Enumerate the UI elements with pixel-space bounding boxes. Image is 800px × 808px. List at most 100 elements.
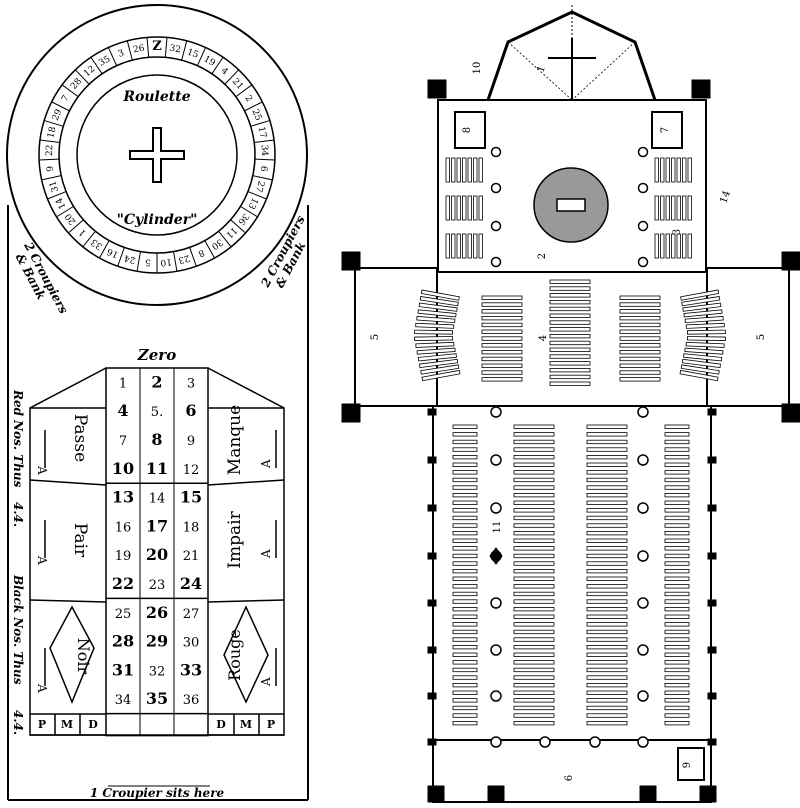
grid-number: 1 — [119, 376, 127, 391]
wheel-label-bottom: "Cylinder" — [117, 212, 198, 228]
crossing-pew — [481, 370, 523, 375]
wall-buttress — [427, 646, 437, 654]
chancel-column — [637, 220, 649, 232]
left-margin-top-text: Red Nos. Thus 4.4. — [11, 389, 25, 527]
nave-pew — [513, 591, 555, 597]
nave-pew — [664, 508, 690, 513]
transept-pew — [681, 296, 721, 307]
transept-pew — [419, 296, 459, 307]
nave-pew — [452, 424, 478, 429]
wall-buttress — [707, 408, 717, 416]
nave-pew — [513, 462, 555, 467]
wheel-pocket-number: 22 — [45, 145, 55, 157]
crossing-pew — [549, 279, 591, 284]
wheel-pocket-divider — [146, 37, 150, 58]
grid-number: 4 — [117, 401, 128, 420]
wall-buttress — [427, 738, 437, 746]
transept-pew — [680, 289, 720, 301]
wheel-pocket-number: 6 — [258, 165, 269, 172]
transept-pew — [684, 316, 724, 324]
wheel-pocket-divider — [254, 158, 275, 161]
transept-pew — [421, 369, 461, 382]
wheel-hub-circle — [76, 74, 238, 236]
wheel-pocket-number: 17 — [256, 126, 268, 140]
nave-pew — [586, 629, 628, 635]
nave-pew — [664, 713, 690, 718]
left-divider-1 — [29, 479, 107, 486]
wheel-pocket-divider — [126, 40, 133, 61]
bet-rouge: Rouge — [225, 629, 244, 681]
nave-pew — [664, 531, 690, 536]
wheel-pocket-divider — [74, 69, 90, 85]
grid-number: 33 — [180, 660, 202, 679]
nave-pew — [586, 439, 628, 445]
nave-pew — [586, 652, 628, 657]
nave-pew — [664, 492, 690, 498]
nave-pew — [664, 432, 690, 437]
nave-pew — [452, 698, 478, 703]
apse-outline — [486, 10, 657, 101]
nave-pew — [513, 508, 555, 513]
nave-pew — [452, 607, 478, 612]
grid-number: 13 — [112, 488, 134, 507]
crossing-pew — [619, 343, 661, 348]
chancel-column — [490, 146, 502, 158]
nave-pew — [513, 561, 555, 566]
crossing-pew — [549, 367, 591, 373]
choir-stall — [676, 233, 681, 259]
nave-pew — [452, 447, 478, 452]
grid-number: 27 — [183, 607, 200, 622]
nave-pew — [452, 477, 478, 483]
crossing-pew — [619, 363, 661, 368]
narthex — [432, 739, 712, 803]
wheel-pocket-divider — [181, 40, 188, 61]
pulpit-marker — [489, 547, 503, 565]
grid-number: 35 — [146, 689, 168, 708]
wheel-pocket-number: 32 — [169, 44, 182, 56]
nave-pew — [452, 660, 478, 665]
nave-column — [490, 502, 502, 514]
nave-pew — [586, 622, 628, 627]
wheel-pocket-number: 2 — [242, 94, 254, 104]
nave-pew — [586, 538, 628, 543]
nave-pew — [664, 667, 690, 673]
nave-pew — [513, 477, 555, 483]
transept-pew — [414, 329, 454, 335]
nave-pew — [586, 500, 628, 505]
wall-buttress — [427, 552, 437, 560]
crossing-pew — [481, 356, 523, 362]
crossing-pew — [481, 309, 523, 314]
wheel-pocket-divider — [39, 158, 60, 161]
nave-pew — [586, 690, 628, 695]
nave-pew — [452, 690, 478, 695]
right-marker-1: A — [259, 459, 273, 469]
wheel-pocket-divider — [224, 69, 240, 85]
altar — [556, 198, 586, 212]
wheel-pocket-divider — [164, 37, 168, 58]
nave-pew — [664, 462, 690, 467]
nave-pew — [513, 584, 555, 589]
right-bets: Manque Impair Rouge A A A — [223, 405, 277, 704]
columns — [427, 146, 717, 748]
bet-passe: Passe — [70, 414, 90, 462]
wheel-pocket-divider — [240, 205, 258, 218]
nave-pew — [452, 591, 478, 597]
nave-column — [637, 502, 649, 514]
wheel-pocket-number: 26 — [132, 44, 145, 56]
nave-pew — [586, 531, 628, 536]
choir-stall — [451, 195, 456, 221]
transept-pew — [686, 329, 726, 335]
nave-column — [490, 644, 502, 656]
grid-number: 32 — [149, 664, 166, 679]
nave-pew — [513, 500, 555, 505]
nave-pew — [513, 531, 555, 536]
nave-pew — [586, 523, 628, 528]
wheel-pocket-number: 24 — [123, 252, 137, 265]
wheel-pocket-divider — [204, 240, 215, 259]
nave-pew — [513, 629, 555, 635]
transept-pew — [417, 353, 457, 362]
grid-number: 21 — [183, 549, 200, 564]
wheel-pocket-number: Z — [152, 39, 162, 54]
wall-buttress — [427, 456, 437, 464]
nave-pew — [664, 607, 690, 612]
